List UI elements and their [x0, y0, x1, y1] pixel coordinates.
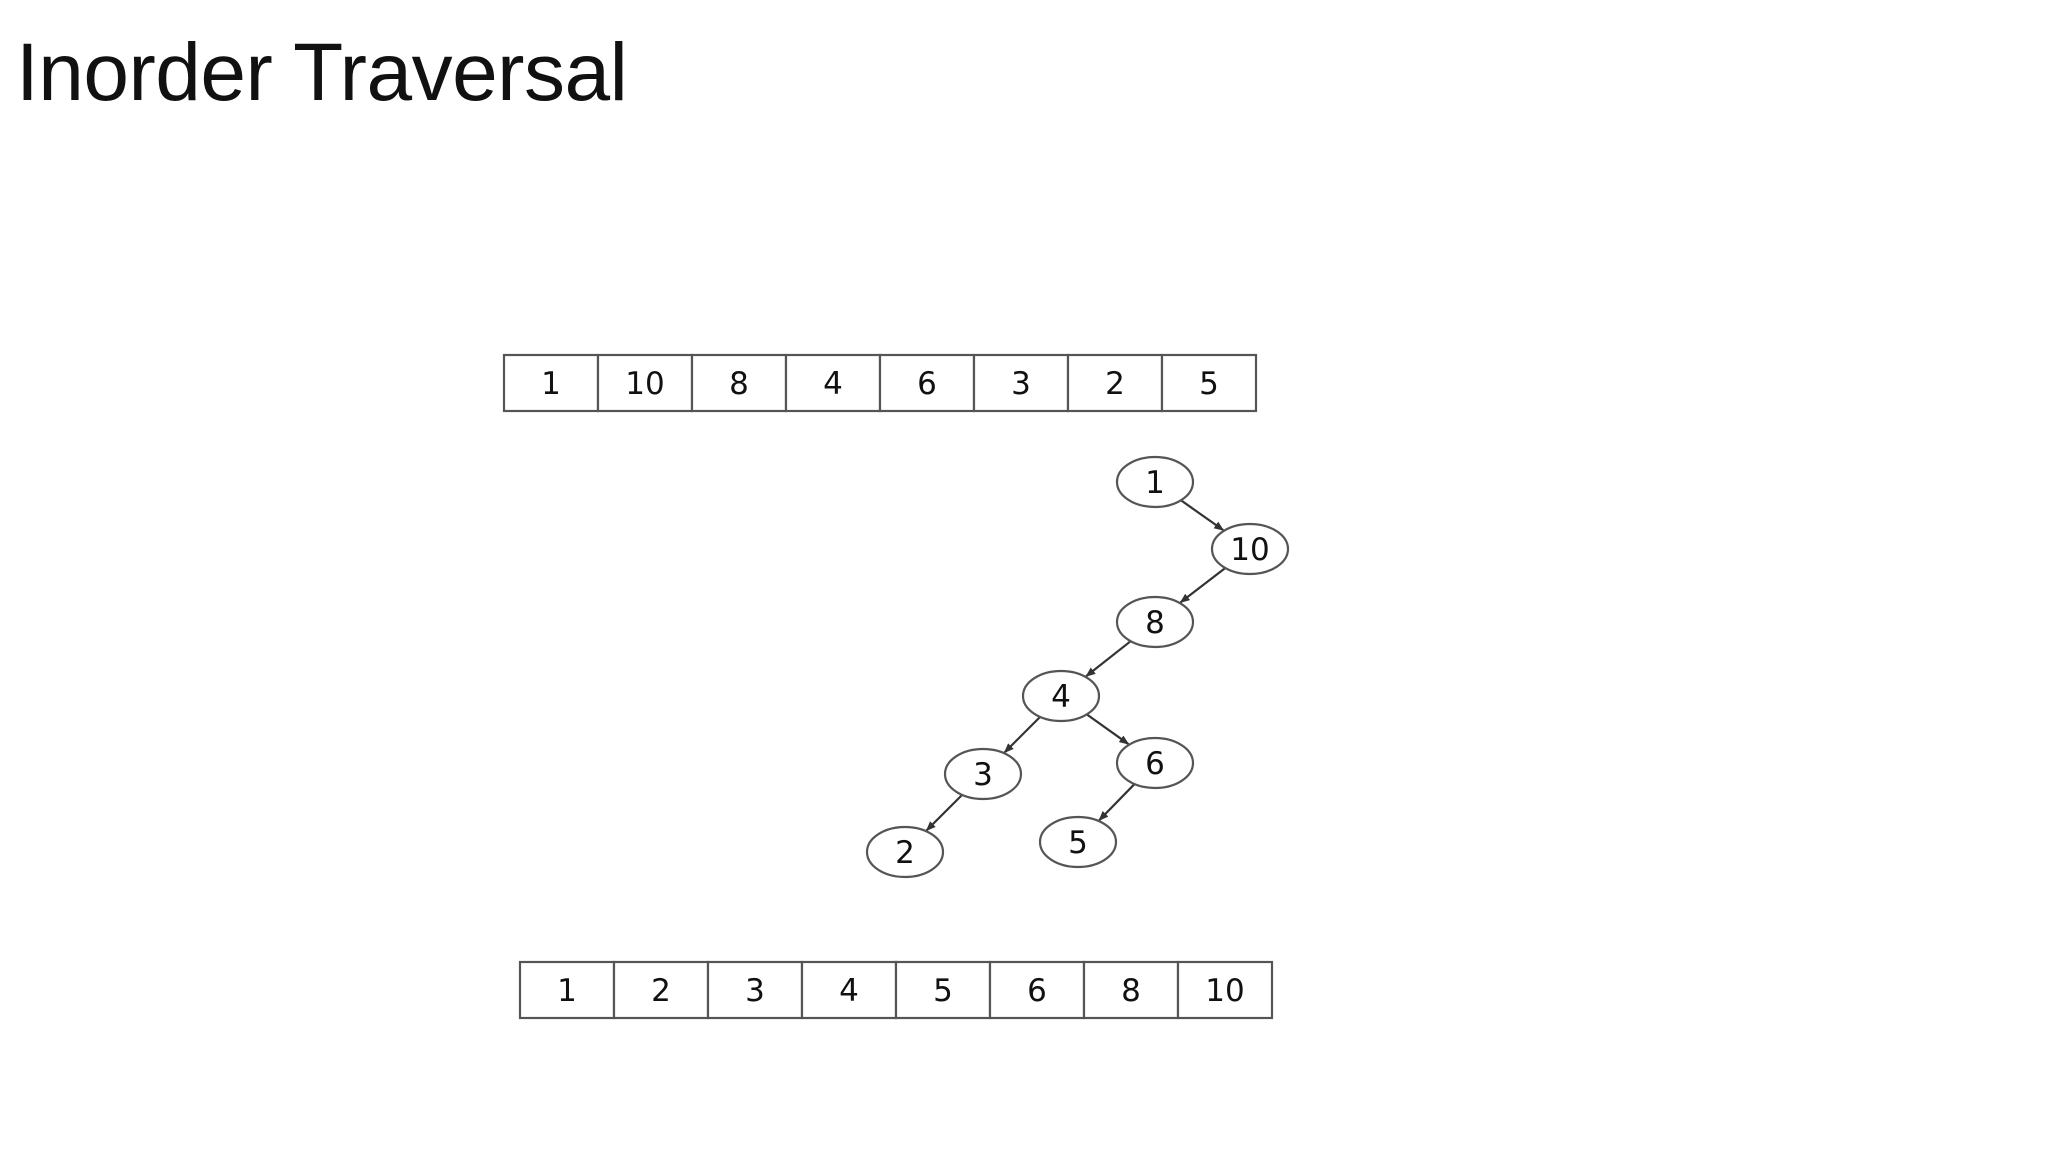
input-array-cell-value: 4	[823, 366, 843, 402]
output-array-cell: 3	[706, 960, 804, 1020]
input-array-cell: 2	[1066, 353, 1164, 413]
output-array-cell-value: 3	[745, 973, 765, 1009]
input-array-cell: 10	[596, 353, 694, 413]
tree-edge-arrow	[1180, 499, 1225, 532]
input-array-cell-box	[690, 353, 788, 413]
output-array-cell: 2	[612, 960, 710, 1020]
tree-node-label: 5	[1068, 825, 1088, 861]
output-array-cell-box	[800, 960, 898, 1020]
output-array-cell-value: 1	[557, 973, 577, 1009]
tree-node-circle	[1115, 595, 1195, 649]
tree-edge-arrow	[1085, 640, 1132, 678]
input-array-cell: 1	[502, 353, 600, 413]
tree-node-circle	[943, 747, 1023, 801]
tree-node: 2	[865, 825, 945, 879]
input-array-cell: 4	[784, 353, 882, 413]
output-array-cell-box	[894, 960, 992, 1020]
input-array-cell: 3	[972, 353, 1070, 413]
tree-node-label: 1	[1145, 465, 1165, 501]
input-array-cell-value: 5	[1199, 366, 1219, 402]
input-array-cell-value: 2	[1105, 366, 1125, 402]
output-array-cell-value: 5	[933, 973, 953, 1009]
output-array-cell: 10	[1176, 960, 1274, 1020]
tree-node: 5	[1038, 815, 1118, 869]
output-array-cell-value: 6	[1027, 973, 1047, 1009]
input-array-cell-box	[1160, 353, 1258, 413]
output-array-cell: 5	[894, 960, 992, 1020]
tree-edge-arrow	[1098, 783, 1136, 822]
tree-node-label: 6	[1145, 746, 1165, 782]
output-array-cell-box	[706, 960, 804, 1020]
input-array-cell-box	[784, 353, 882, 413]
tree-node-label: 10	[1230, 532, 1269, 568]
tree-node-circle	[1115, 736, 1195, 790]
input-array: 1 10 8 4 6 3 2 5	[502, 353, 1258, 413]
input-array-cell-value: 8	[729, 366, 749, 402]
tree-node-label: 2	[895, 835, 915, 871]
input-array-cell-value: 3	[1011, 366, 1031, 402]
output-array-cell-value: 10	[1205, 973, 1244, 1009]
output-array-cell-value: 4	[839, 973, 859, 1009]
slide-title: Inorder Traversal	[16, 27, 628, 118]
tree-node-circle	[865, 825, 945, 879]
tree-node: 6	[1115, 736, 1195, 790]
output-array-cell-box	[1176, 960, 1274, 1020]
output-array-cell-value: 2	[651, 973, 671, 1009]
tree-edge-arrow	[1003, 716, 1041, 754]
output-array-cell-box	[612, 960, 710, 1020]
output-array-cell: 8	[1082, 960, 1180, 1020]
tree-node: 1	[1115, 455, 1195, 509]
output-array-cell: 1	[518, 960, 616, 1020]
output-array-cell: 6	[988, 960, 1086, 1020]
tree-edge-arrow	[925, 794, 963, 832]
output-array-cell-box	[518, 960, 616, 1020]
input-array-cell: 5	[1160, 353, 1258, 413]
input-array-cell: 6	[878, 353, 976, 413]
input-array-cell-box	[878, 353, 976, 413]
tree-node: 4	[1021, 669, 1101, 723]
input-array-cell-box	[596, 353, 694, 413]
tree-node-label: 8	[1145, 605, 1165, 641]
tree-node-circle	[1038, 815, 1118, 869]
output-array-cell: 4	[800, 960, 898, 1020]
tree-node: 10	[1210, 522, 1290, 576]
tree-edges	[925, 499, 1226, 832]
tree-node-circle	[1021, 669, 1101, 723]
tree-edge-arrow	[1179, 567, 1226, 604]
input-array-cell-box	[502, 353, 600, 413]
tree-nodes: 1 10 8 4 3 6 2 5	[865, 455, 1290, 879]
tree-node-circle	[1115, 455, 1195, 509]
input-array-cell: 8	[690, 353, 788, 413]
input-array-cell-value: 1	[541, 366, 561, 402]
tree-node-circle	[1210, 522, 1290, 576]
input-array-cell-box	[972, 353, 1070, 413]
output-array-cell-value: 8	[1121, 973, 1141, 1009]
output-array-cell-box	[988, 960, 1086, 1020]
tree-node-label: 3	[973, 757, 993, 793]
input-array-cell-value: 10	[625, 366, 664, 402]
tree-node-label: 4	[1051, 679, 1071, 715]
tree-edge-arrow	[1086, 713, 1130, 745]
input-array-cell-value: 6	[917, 366, 937, 402]
output-array: 1 2 3 4 5 6 8 10	[518, 960, 1274, 1020]
tree-node: 3	[943, 747, 1023, 801]
tree-node: 8	[1115, 595, 1195, 649]
